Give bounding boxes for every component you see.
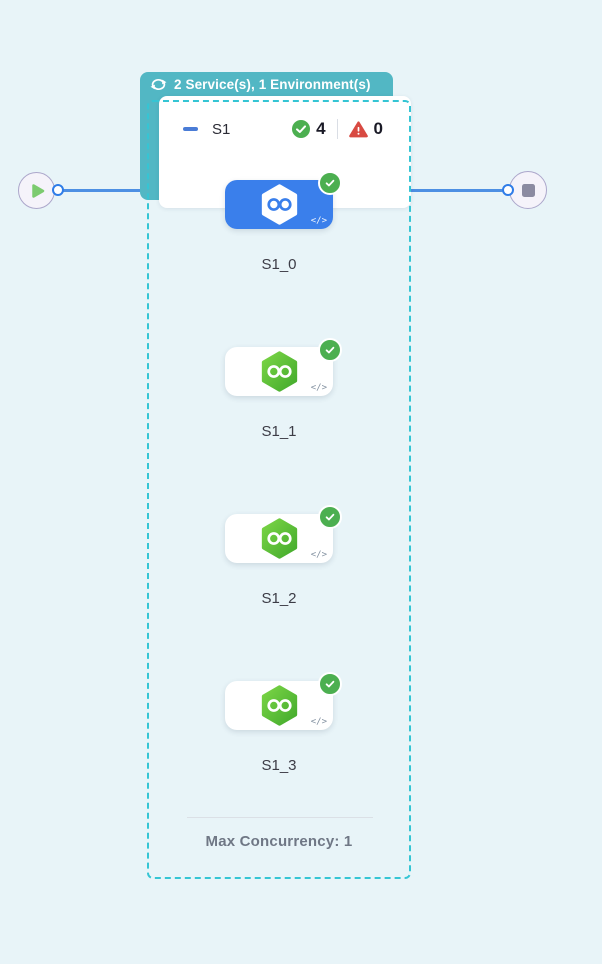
step-success-badge	[318, 672, 342, 696]
code-icon: </>	[310, 550, 327, 560]
stage-name: S1	[212, 120, 231, 138]
step-node-s1-1[interactable]: </>	[225, 338, 342, 396]
start-connector-line	[60, 189, 142, 192]
success-count: 4	[316, 119, 326, 138]
services-environments-label: 2 Service(s), 1 Environment(s)	[174, 77, 371, 92]
code-icon: </>	[310, 383, 327, 393]
step-item: </> S1_0	[225, 171, 342, 273]
step-item: </> S1_1	[225, 338, 342, 440]
step-success-badge	[318, 171, 342, 195]
end-port	[502, 184, 514, 196]
pipeline-start-node[interactable]	[18, 172, 55, 209]
error-warning-icon	[348, 120, 368, 138]
step-success-badge	[318, 505, 342, 529]
pipeline-end-node[interactable]	[509, 171, 547, 209]
play-icon	[31, 183, 45, 199]
service-hexagon-icon	[261, 351, 298, 392]
code-icon: </>	[310, 717, 327, 727]
start-port	[52, 184, 64, 196]
step-item: </> S1_2	[225, 505, 342, 607]
step-label: S1_3	[261, 757, 297, 774]
max-concurrency-label: Max Concurrency: 1	[205, 833, 353, 850]
step-label: S1_1	[261, 423, 297, 440]
step-item: </> S1_3	[225, 672, 342, 774]
error-count: 0	[373, 119, 383, 138]
count-divider	[336, 119, 338, 139]
end-connector-line	[409, 189, 503, 192]
step-node-s1-0[interactable]: </>	[225, 171, 342, 229]
step-node-s1-2[interactable]: </>	[225, 505, 342, 563]
service-hexagon-icon	[261, 685, 298, 726]
code-icon: </>	[310, 216, 327, 226]
step-node-s1-3[interactable]: </>	[225, 672, 342, 730]
step-label: S1_0	[261, 256, 297, 273]
step-label: S1_2	[261, 590, 297, 607]
collapse-minus-icon[interactable]	[183, 127, 198, 131]
success-check-icon	[292, 120, 311, 138]
loop-icon	[150, 78, 167, 91]
stop-icon	[521, 183, 535, 197]
step-success-badge	[318, 338, 342, 362]
footer-divider	[187, 817, 373, 818]
services-environments-badge[interactable]: 2 Service(s), 1 Environment(s)	[140, 72, 393, 96]
service-hexagon-icon	[261, 518, 298, 559]
service-hexagon-icon	[261, 184, 298, 225]
stage-header-row: S1 4 0	[183, 112, 383, 146]
